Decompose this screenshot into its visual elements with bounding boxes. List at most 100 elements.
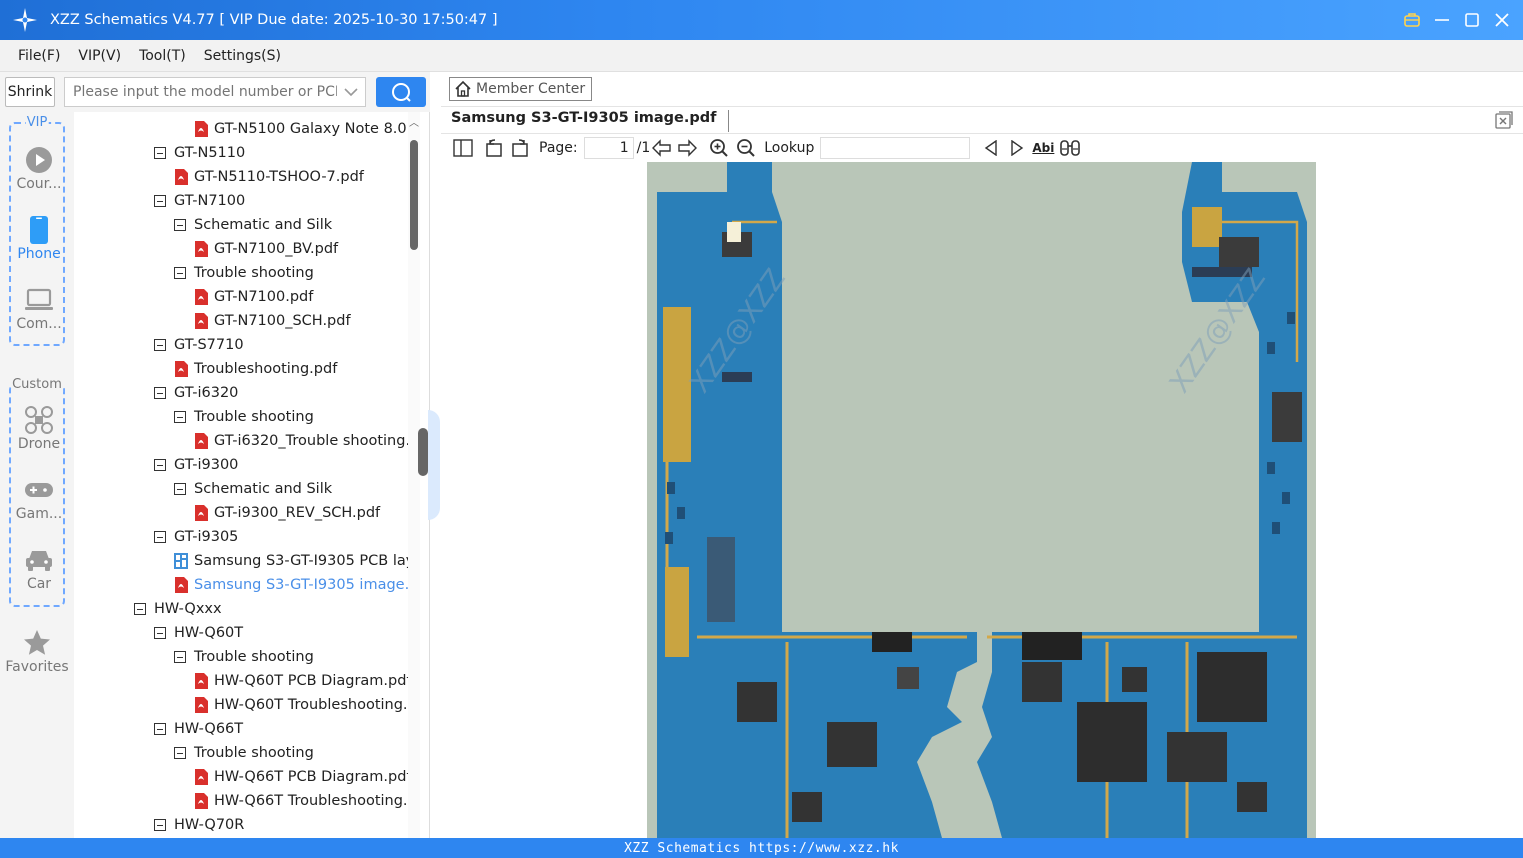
- pdf-viewer[interactable]: XZZ@XZZ XZZ@XZZ: [441, 162, 1523, 838]
- pcb-image: XZZ@XZZ XZZ@XZZ: [647, 162, 1316, 838]
- tree-file[interactable]: HW-Q66T Troubleshooting.p: [194, 789, 408, 813]
- collapse-toggle-icon[interactable]: [174, 483, 186, 495]
- tree-node-label: HW-Q60T: [174, 625, 244, 641]
- collapse-toggle-icon[interactable]: [154, 819, 166, 831]
- lookup-input[interactable]: [820, 137, 971, 159]
- chevron-up-icon[interactable]: ︿: [409, 118, 419, 129]
- tree-folder[interactable]: GT-N7100: [154, 189, 245, 213]
- rail-item-game[interactable]: Gam...: [11, 474, 67, 522]
- app-logo-icon: [10, 5, 40, 35]
- page-number-input[interactable]: 1: [583, 137, 634, 159]
- member-center-button[interactable]: Member Center: [449, 77, 593, 101]
- collapse-toggle-icon[interactable]: [154, 531, 166, 543]
- tree-folder[interactable]: Trouble shooting: [174, 405, 314, 429]
- tree-folder[interactable]: HW-Q70R: [154, 813, 244, 837]
- tree-folder[interactable]: GT-i6320: [154, 381, 238, 405]
- rail-item-courses[interactable]: Cour...: [11, 144, 67, 192]
- collapse-toggle-icon[interactable]: [154, 459, 166, 471]
- collapse-toggle-icon[interactable]: [174, 411, 186, 423]
- tree-file[interactable]: GT-N7100.pdf: [194, 285, 313, 309]
- tree-file[interactable]: GT-N7100_SCH.pdf: [194, 309, 351, 333]
- collapse-toggle-icon[interactable]: [154, 339, 166, 351]
- rail-item-favorites[interactable]: Favorites: [0, 627, 74, 675]
- vip-bag-icon[interactable]: [1399, 7, 1425, 33]
- close-button[interactable]: [1489, 7, 1515, 33]
- tree-file[interactable]: GT-N5110-TSHOO-7.pdf: [174, 165, 364, 189]
- menu-file[interactable]: File(F): [18, 47, 61, 64]
- tree-folder[interactable]: HW-Qxxx: [134, 597, 222, 621]
- zoom-out-icon[interactable]: [734, 134, 758, 162]
- tree-file[interactable]: GT-N5100 Galaxy Note 8.0 08: [194, 117, 408, 141]
- tree-folder[interactable]: Trouble shooting: [174, 741, 314, 765]
- collapse-toggle-icon[interactable]: [154, 147, 166, 159]
- collapse-toggle-icon[interactable]: [154, 195, 166, 207]
- collapse-toggle-icon[interactable]: [174, 747, 186, 759]
- find-previous-icon[interactable]: [976, 134, 1006, 162]
- tree-folder[interactable]: GT-N5110: [154, 141, 245, 165]
- tree-file[interactable]: Samsung S3-GT-I9305 PCB laye: [174, 549, 408, 573]
- shrink-button[interactable]: Shrink: [5, 77, 55, 107]
- custom-group: Custom Drone Gam... Car: [9, 377, 67, 607]
- search-button[interactable]: [376, 77, 426, 107]
- tree-file[interactable]: GT-N7100_BV.pdf: [194, 237, 338, 261]
- pdf-file-icon: [194, 697, 214, 713]
- tree-file[interactable]: Troubleshooting.pdf: [174, 357, 337, 381]
- rail-item-phone[interactable]: Phone: [11, 214, 67, 262]
- rotate-right-icon[interactable]: [507, 134, 533, 162]
- tree-file[interactable]: GT-i6320_Trouble shooting.p: [194, 429, 408, 453]
- tab-document[interactable]: Samsung S3-GT-I9305 image.pdf: [451, 110, 730, 132]
- drone-icon: [11, 404, 67, 436]
- tree-node-label: GT-N7100: [174, 193, 246, 209]
- tree-folder[interactable]: Trouble shooting: [174, 645, 314, 669]
- tree-scrollbar[interactable]: ︿: [408, 112, 420, 838]
- toggle-sidebar-icon[interactable]: [445, 134, 481, 162]
- tree-file[interactable]: HW-Q66T PCB Diagram.pdf: [194, 765, 408, 789]
- tree-folder[interactable]: Schematic and Silk: [174, 213, 332, 237]
- close-all-tabs-icon[interactable]: [1495, 111, 1513, 129]
- rail-item-car[interactable]: Car: [11, 544, 67, 592]
- rotate-left-icon[interactable]: [481, 134, 507, 162]
- tree-node-label: HW-Q66T: [174, 721, 244, 737]
- tree-folder[interactable]: GT-i9300: [154, 453, 238, 477]
- splitter-handle[interactable]: [418, 428, 428, 476]
- collapse-toggle-icon[interactable]: [174, 219, 186, 231]
- tree-file[interactable]: HW-Q60T Troubleshooting.p: [194, 693, 408, 717]
- collapse-toggle-icon[interactable]: [154, 723, 166, 735]
- tree-folder[interactable]: HW-Q66T: [154, 717, 243, 741]
- next-page-icon[interactable]: [674, 134, 700, 162]
- collapse-toggle-icon[interactable]: [134, 603, 146, 615]
- tree-file[interactable]: HW-Q60T PCB Diagram.pdf: [194, 669, 408, 693]
- rail-item-drone[interactable]: Drone: [11, 404, 67, 452]
- search-row: [64, 72, 430, 112]
- menu-tool[interactable]: Tool(T): [139, 47, 186, 64]
- tree-node-label: Samsung S3-GT-I9305 image.pc: [194, 577, 408, 593]
- tree-scroll-thumb[interactable]: [410, 140, 418, 250]
- panel-collapse-tab[interactable]: [428, 410, 440, 520]
- minimize-button[interactable]: [1429, 7, 1455, 33]
- collapse-toggle-icon[interactable]: [174, 267, 186, 279]
- find-next-icon[interactable]: [1006, 134, 1028, 162]
- maximize-button[interactable]: [1459, 7, 1485, 33]
- search-input[interactable]: [65, 84, 337, 100]
- menu-vip[interactable]: VIP(V): [78, 47, 122, 64]
- custom-group-label: Custom: [11, 377, 63, 392]
- menu-settings[interactable]: Settings(S): [203, 47, 281, 64]
- tree-folder[interactable]: Trouble shooting: [174, 261, 314, 285]
- collapse-toggle-icon[interactable]: [174, 651, 186, 663]
- chevron-down-icon[interactable]: [337, 87, 365, 97]
- tree-folder[interactable]: GT-S7710: [154, 333, 244, 357]
- vip-group: VIP Cour... Phone Com...: [9, 115, 67, 346]
- collapse-toggle-icon[interactable]: [154, 387, 166, 399]
- tree-file[interactable]: GT-i9300_REV_SCH.pdf: [194, 501, 380, 525]
- tree-folder[interactable]: Schematic and Silk: [174, 477, 332, 501]
- zoom-in-icon[interactable]: [704, 134, 734, 162]
- tree-folder[interactable]: HW-Q60T: [154, 621, 243, 645]
- match-case-button[interactable]: Abi: [1032, 141, 1055, 155]
- tree-folder[interactable]: GT-i9305: [154, 525, 238, 549]
- search-combo[interactable]: [64, 77, 366, 107]
- rail-item-computer[interactable]: Com...: [11, 284, 67, 332]
- collapse-toggle-icon[interactable]: [154, 627, 166, 639]
- binoculars-icon[interactable]: [1058, 134, 1082, 162]
- tree-file[interactable]: Samsung S3-GT-I9305 image.pc: [174, 573, 408, 597]
- previous-page-icon[interactable]: [650, 134, 674, 162]
